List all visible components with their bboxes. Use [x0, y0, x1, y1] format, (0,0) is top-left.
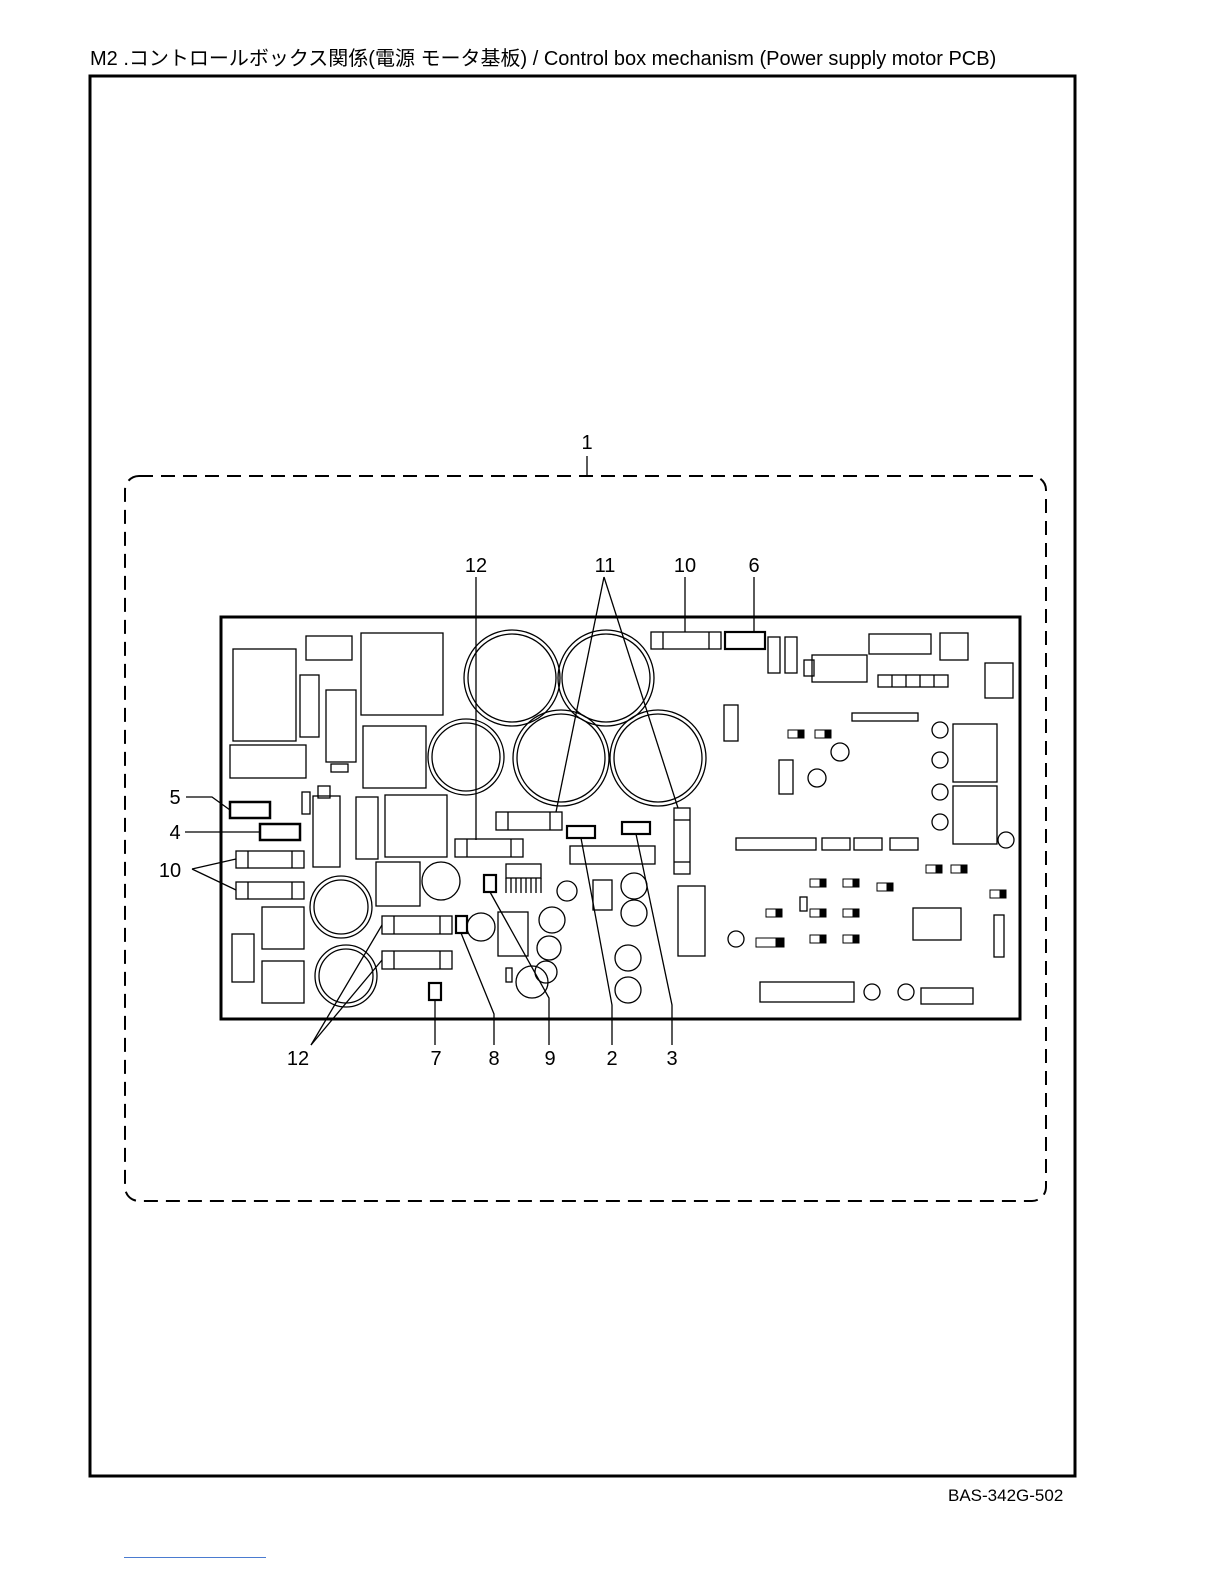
callout-left-4: 4 — [169, 822, 180, 844]
callout-top-11: 11 — [595, 555, 616, 577]
callout-left-10: 10 — [159, 860, 181, 882]
outer-frame — [90, 76, 1075, 1476]
callout-bottom-7: 7 — [430, 1048, 441, 1070]
callout-bottom-9: 9 — [544, 1048, 555, 1070]
callout-bottom-3: 3 — [666, 1048, 677, 1070]
callout-labels: 1 12 11 10 6 5 4 10 12 7 8 9 2 3 — [159, 432, 760, 1070]
document-code: BAS-342G-502 — [948, 1486, 1063, 1506]
callout-assembly: 1 — [581, 432, 592, 454]
pcb-board — [221, 617, 1020, 1019]
pcb-components — [230, 630, 1014, 1007]
callout-bottom-12: 12 — [287, 1048, 309, 1070]
page-link-underline[interactable] — [124, 1557, 266, 1558]
leader-lines — [185, 456, 754, 1045]
callout-top-10: 10 — [674, 555, 696, 577]
callout-top-12: 12 — [465, 555, 487, 577]
callout-top-6: 6 — [748, 555, 759, 577]
callout-bottom-8: 8 — [488, 1048, 499, 1070]
callout-bottom-2: 2 — [606, 1048, 617, 1070]
callout-left-5: 5 — [169, 787, 180, 809]
